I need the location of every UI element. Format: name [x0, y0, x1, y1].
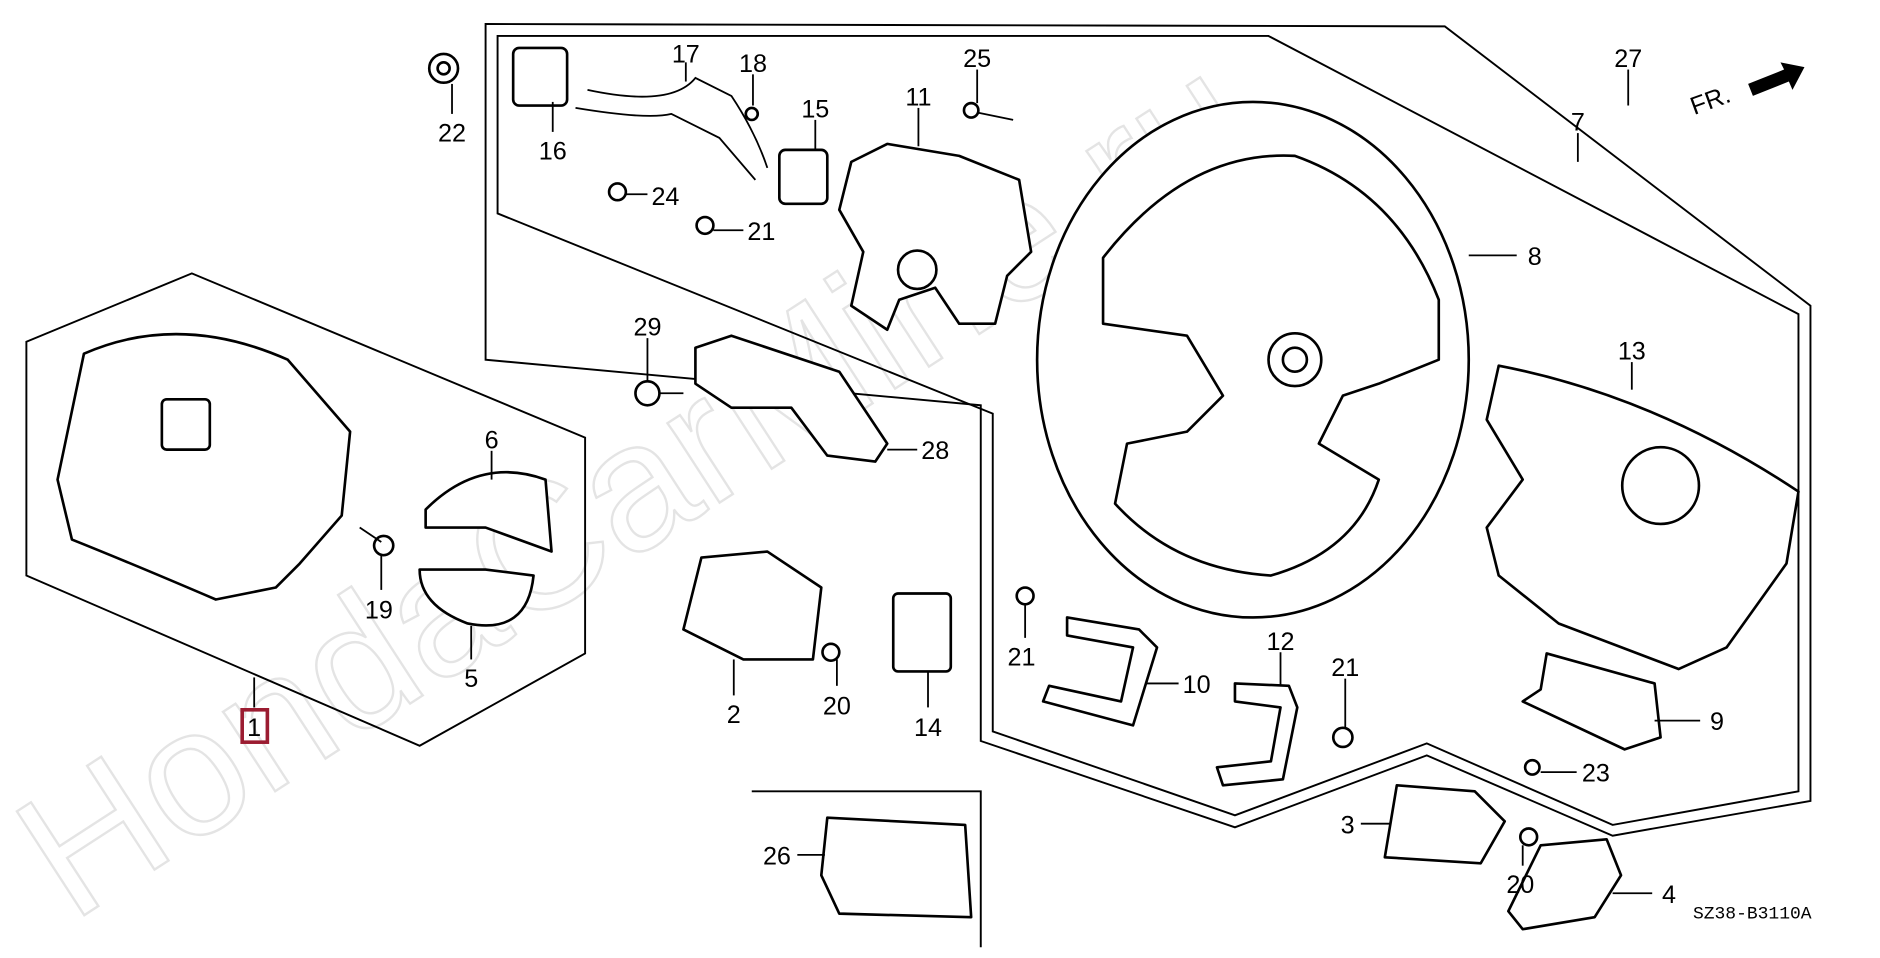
part-20-screw-b[interactable] [1518, 827, 1539, 847]
callout-29[interactable]: 29 [633, 314, 661, 342]
part-15-switch[interactable] [778, 148, 829, 206]
callout-6[interactable]: 6 [485, 426, 499, 454]
front-direction-arrow-icon: FR. [1687, 62, 1805, 121]
callout-5[interactable]: 5 [464, 665, 478, 693]
callout-20-right[interactable]: 20 [1506, 871, 1534, 899]
callout-11[interactable]: 11 [905, 84, 931, 112]
part-2-pad[interactable] [682, 550, 823, 661]
callout-1[interactable]: 1 [247, 714, 261, 742]
part-10-bracket[interactable] [1041, 616, 1159, 727]
part-21-screw-a[interactable] [695, 215, 715, 236]
part-18-clip[interactable] [744, 106, 760, 122]
callout-18[interactable]: 18 [739, 50, 767, 78]
part-4-cover[interactable] [1506, 837, 1623, 931]
callout-28[interactable]: 28 [921, 437, 949, 465]
callout-12[interactable]: 12 [1267, 628, 1295, 656]
callout-10[interactable]: 10 [1183, 671, 1211, 699]
callout-27[interactable]: 27 [1614, 45, 1642, 73]
callout-20-left[interactable]: 20 [823, 693, 851, 721]
callout-labels: 22 16 17 18 15 11 25 27 7 8 24 21 29 28 … [240, 40, 1724, 909]
callout-14[interactable]: 14 [914, 714, 942, 742]
callout-4[interactable]: 4 [1662, 881, 1676, 909]
front-direction-label: FR. [1687, 81, 1735, 121]
part-16-switch[interactable] [511, 46, 569, 107]
part-6-5-cable-reel-cover[interactable] [418, 470, 553, 627]
callout-24[interactable]: 24 [651, 183, 679, 211]
callout-21-top[interactable]: 21 [747, 218, 775, 246]
part-26-switch[interactable] [819, 816, 973, 919]
callout-7[interactable]: 7 [1571, 109, 1585, 137]
callout-8[interactable]: 8 [1528, 243, 1542, 271]
callout-21-right[interactable]: 21 [1331, 654, 1359, 682]
callout-1-highlight-box [240, 708, 270, 744]
part-12-bracket[interactable] [1215, 682, 1299, 787]
part-23-screw[interactable] [1523, 758, 1541, 776]
part-3-cover[interactable] [1383, 784, 1507, 865]
part-24-screw[interactable] [607, 182, 628, 202]
callout-25[interactable]: 25 [963, 45, 991, 73]
callout-16[interactable]: 16 [539, 137, 567, 165]
part-13-rear-cover[interactable] [1485, 364, 1800, 671]
callout-15[interactable]: 15 [801, 96, 829, 124]
part-11-bracket[interactable] [837, 142, 1033, 332]
diagram-code: SZ38-B3110A [1693, 904, 1812, 924]
callout-19[interactable]: 19 [365, 597, 393, 625]
part-14-switch[interactable] [891, 592, 953, 673]
part-8-steering-wheel[interactable] [1035, 100, 1471, 619]
part-9-bracket[interactable] [1521, 652, 1662, 751]
callout-2[interactable]: 2 [727, 701, 741, 729]
callout-9[interactable]: 9 [1710, 708, 1724, 736]
callout-13[interactable]: 13 [1618, 338, 1646, 366]
callout-26[interactable]: 26 [763, 842, 791, 870]
part-25-screw[interactable] [962, 101, 1014, 121]
callout-17[interactable]: 17 [672, 40, 700, 68]
part-22-nut[interactable] [427, 52, 460, 85]
leader-lines [253, 62, 1701, 895]
part-1-airbag-module[interactable] [56, 332, 352, 601]
outline-group-7 [496, 35, 1800, 826]
part-17-harness[interactable] [575, 76, 769, 181]
outline-group-26 [751, 790, 982, 948]
outline-airbag-group [25, 272, 587, 747]
part-21-screw-c[interactable] [1331, 726, 1354, 749]
callout-3[interactable]: 3 [1341, 811, 1355, 839]
part-21-screw-b[interactable] [1015, 586, 1035, 606]
part-28-inflator[interactable] [694, 334, 889, 463]
callout-23[interactable]: 23 [1582, 760, 1610, 788]
callout-22[interactable]: 22 [438, 119, 466, 147]
part-19-bolt[interactable] [359, 526, 395, 557]
part-20-screw-a[interactable] [821, 642, 841, 662]
callout-21-mid[interactable]: 21 [1008, 643, 1036, 671]
